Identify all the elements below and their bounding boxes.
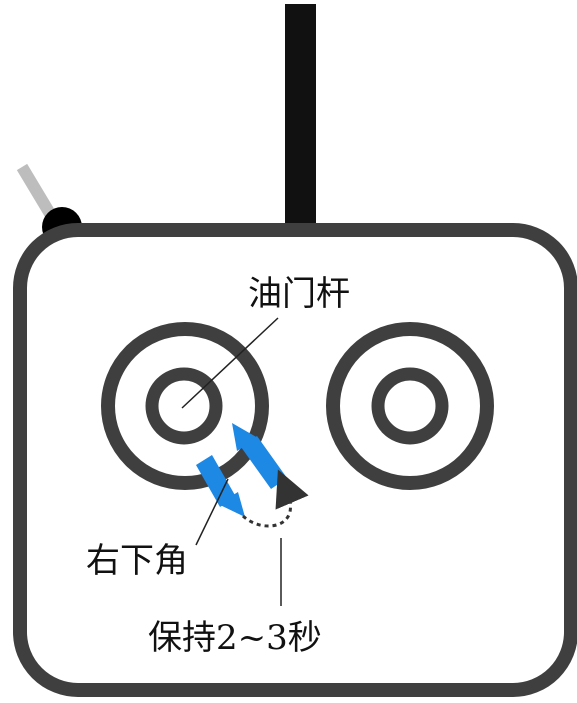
right-stick-inner-ring xyxy=(371,367,449,445)
left-stick xyxy=(101,322,269,490)
right-stick-outer-ring xyxy=(326,322,494,490)
controller-body xyxy=(13,223,577,697)
throttle-leader-line xyxy=(181,317,279,409)
up-left-arrow-icon xyxy=(232,423,287,489)
down-right-arrow-icon xyxy=(196,455,245,517)
bottom-right-label: 右下角 xyxy=(86,541,188,581)
right-stick xyxy=(326,322,494,490)
antenna xyxy=(285,4,316,230)
dotted-return-arrow-icon xyxy=(241,469,309,528)
bottom-right-leader-line xyxy=(195,478,229,546)
hold-time-label: 保持2~3秒 xyxy=(148,618,322,658)
left-stick-outer-ring xyxy=(101,322,269,490)
left-stick-inner-ring xyxy=(145,367,223,445)
throttle-stick-label: 油门杆 xyxy=(248,274,350,314)
